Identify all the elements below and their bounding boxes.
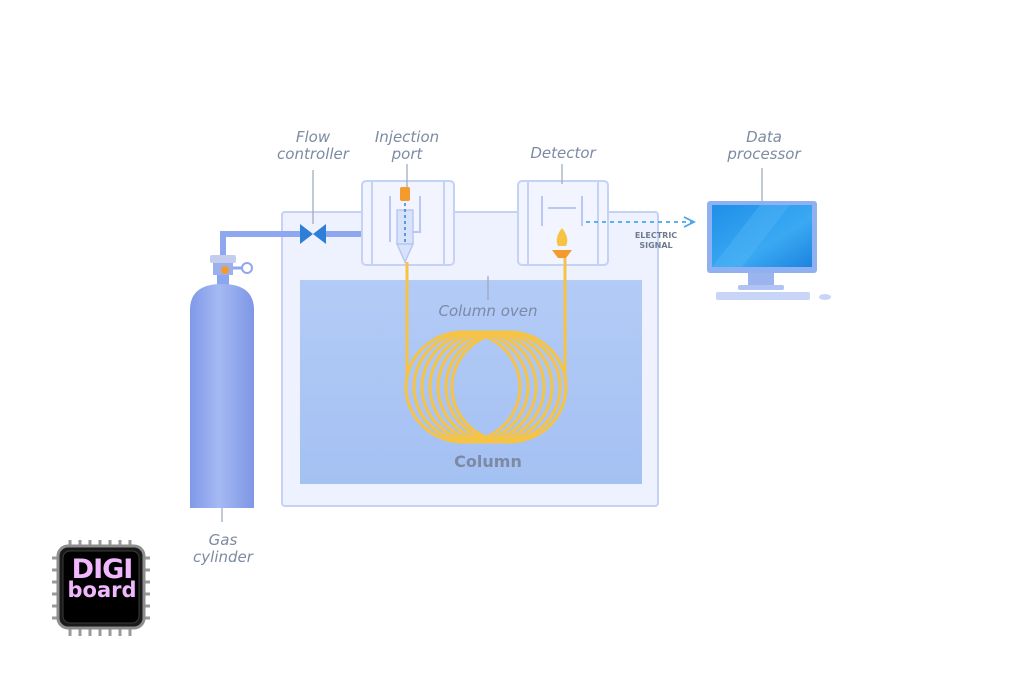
gas-cylinder (190, 255, 254, 522)
injection-port (361, 164, 455, 266)
column-label: Column (454, 452, 522, 471)
data-processor-label: Data processor (727, 128, 801, 163)
detector-label: Detector (530, 144, 596, 162)
logo-line-2: board (67, 578, 137, 602)
column-coil (404, 258, 568, 444)
gas-line (220, 231, 364, 262)
signal-line (586, 216, 697, 228)
digiboard-logo-text: DIGI board (66, 554, 138, 602)
digiboard-logo (52, 540, 150, 636)
flame-icon (552, 228, 572, 258)
injection-port-label: Injection port (374, 128, 440, 163)
logo-line-1: DIGI (71, 554, 134, 585)
gas-cylinder-label: Gas cylinder (193, 531, 253, 566)
column-oven-label: Column oven (438, 302, 538, 320)
electric-signal-label: ELECTRIC SIGNAL (634, 231, 678, 250)
flow-controller-valve-icon (300, 170, 326, 244)
monitor-icon (707, 168, 831, 300)
flow-controller-label: Flow controller (277, 128, 349, 163)
detector (517, 164, 609, 266)
